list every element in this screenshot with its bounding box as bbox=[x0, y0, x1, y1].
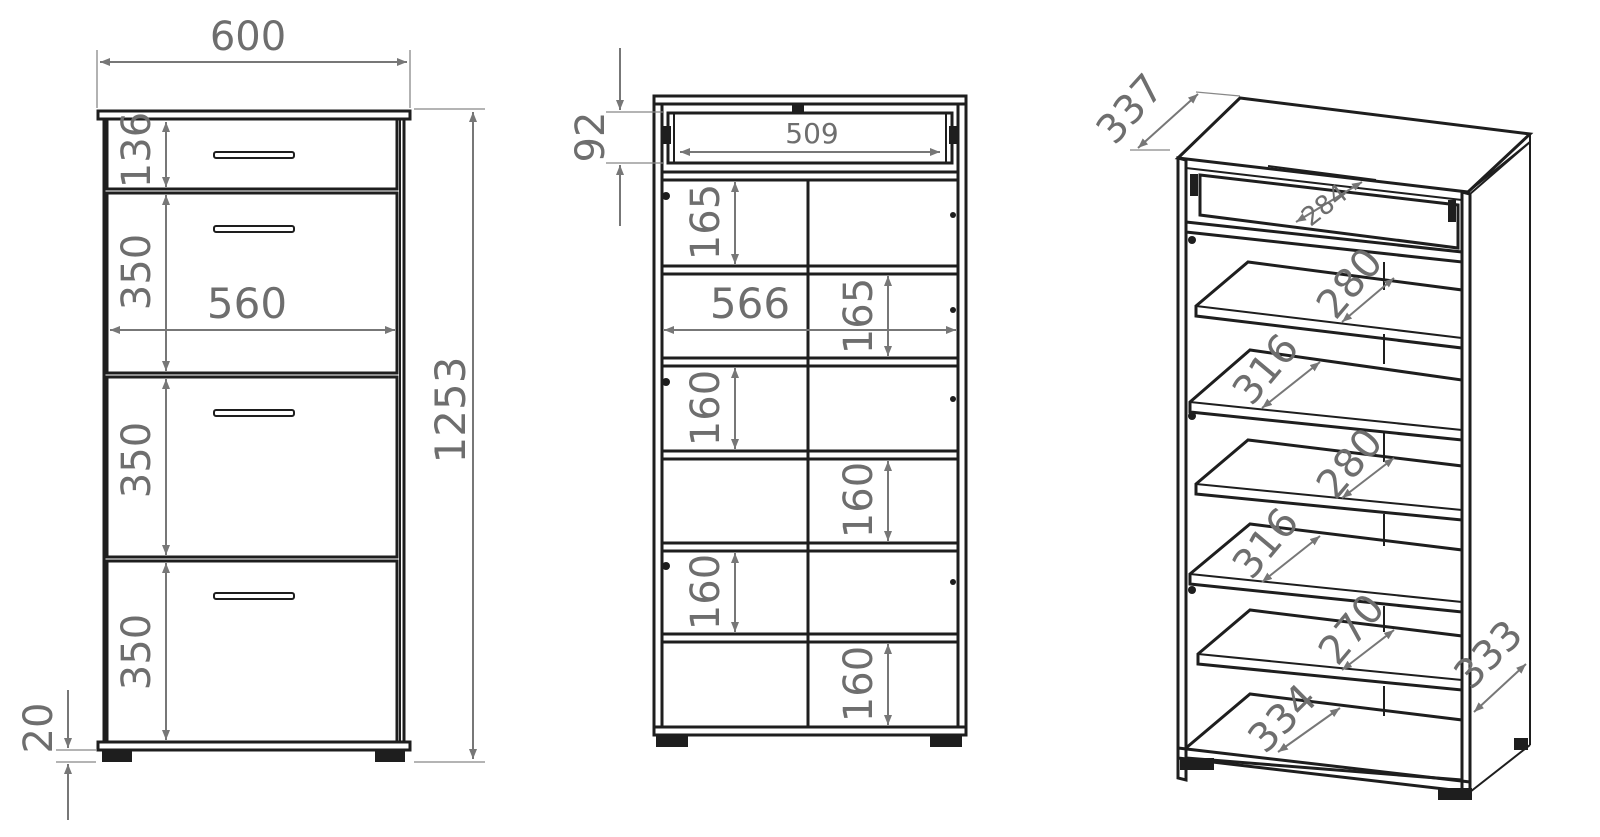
persp-foot-back bbox=[1514, 738, 1528, 750]
dim-shelf-left-3: 160 bbox=[683, 370, 729, 446]
persp-foot-left bbox=[1180, 758, 1214, 770]
persp-shelf-5 bbox=[1196, 608, 1464, 692]
drawer-handle bbox=[213, 151, 295, 159]
door-1 bbox=[105, 191, 399, 375]
open-foot-right bbox=[930, 735, 962, 747]
dim-open-inner-width: 566 bbox=[710, 279, 790, 328]
hinge-icon bbox=[950, 212, 956, 218]
drawer-runner-right-icon bbox=[949, 126, 957, 144]
dim-plinth-height: 20 bbox=[16, 703, 62, 754]
open-view: 92 509 566 165 165 160 160 160 160 bbox=[568, 48, 968, 747]
door-handle-2 bbox=[213, 409, 295, 417]
hinge-icon bbox=[662, 378, 670, 386]
open-shelf-3 bbox=[660, 449, 960, 461]
door-2 bbox=[105, 375, 399, 559]
dim-inner-width: 560 bbox=[207, 279, 287, 328]
dim-front-width: 600 bbox=[210, 14, 286, 60]
persp-shelf-2 bbox=[1188, 348, 1464, 442]
dim-persp-side-depth: 333 bbox=[1446, 612, 1533, 699]
dim-persp-shelf-4: 316 bbox=[1224, 500, 1308, 588]
persp-shelf-3 bbox=[1194, 438, 1464, 522]
open-shelf-5 bbox=[660, 632, 960, 644]
hinge-icon bbox=[662, 562, 670, 570]
perspective-view: 337 284 280 316 280 316 270 334 333 bbox=[1088, 66, 1534, 800]
persp-hinge-icon bbox=[1188, 586, 1196, 594]
persp-foot-right bbox=[1438, 788, 1472, 800]
door-handle-1 bbox=[213, 225, 295, 233]
drawer-runner-left-icon bbox=[663, 126, 671, 144]
persp-drawer bbox=[1198, 173, 1460, 250]
dim-front-height: 1253 bbox=[426, 357, 475, 464]
persp-shelf-4 bbox=[1188, 522, 1464, 614]
dim-door-2-height: 350 bbox=[114, 422, 160, 498]
persp-hinge-icon bbox=[1188, 412, 1196, 420]
open-top-board bbox=[652, 94, 968, 106]
foot-left bbox=[102, 750, 132, 762]
dim-open-drawer-width: 509 bbox=[785, 117, 838, 150]
dim-persp-depth: 337 bbox=[1088, 66, 1173, 154]
open-shelf-4 bbox=[660, 541, 960, 553]
dim-shelf-right-2: 165 bbox=[836, 278, 882, 354]
persp-hinge-icon bbox=[1188, 236, 1196, 244]
drawer-lock-icon bbox=[792, 104, 804, 112]
dim-shelf-right-6: 160 bbox=[836, 646, 882, 722]
open-shelf-1 bbox=[660, 264, 960, 276]
dim-door-3-height: 350 bbox=[114, 614, 160, 690]
hinge-icon bbox=[950, 579, 956, 585]
dim-shelf-right-4: 160 bbox=[836, 462, 882, 538]
plinth bbox=[96, 740, 412, 752]
persp-hinge-icon bbox=[1190, 174, 1198, 196]
persp-drawer-divider bbox=[1184, 220, 1464, 264]
dim-persp-bottom-depth: 334 bbox=[1240, 676, 1327, 763]
hinge-icon bbox=[662, 192, 670, 200]
front-view: 600 1253 136 350 560 350 350 20 bbox=[16, 14, 485, 820]
open-bottom-board bbox=[652, 725, 968, 737]
persp-left-side bbox=[1176, 156, 1188, 782]
door-handle-3 bbox=[213, 592, 295, 600]
open-foot-left bbox=[656, 735, 688, 747]
persp-hinge-icon bbox=[1448, 200, 1456, 222]
dim-open-drawer-height: 92 bbox=[568, 112, 614, 163]
dim-shelf-left-5: 160 bbox=[683, 554, 729, 630]
hinge-icon bbox=[950, 396, 956, 402]
dim-door-1-height: 350 bbox=[114, 234, 160, 310]
drawer-front bbox=[105, 117, 399, 191]
dim-drawer-height: 136 bbox=[114, 112, 160, 188]
drawer-divider bbox=[660, 170, 960, 182]
dim-persp-shelf-2: 316 bbox=[1224, 326, 1308, 414]
foot-right bbox=[375, 750, 405, 762]
open-shelf-2 bbox=[660, 356, 960, 368]
dim-shelf-left-1: 165 bbox=[683, 184, 729, 260]
persp-bottom-board bbox=[1184, 692, 1464, 782]
hinge-icon bbox=[950, 307, 956, 313]
persp-shelf-1 bbox=[1194, 260, 1464, 350]
